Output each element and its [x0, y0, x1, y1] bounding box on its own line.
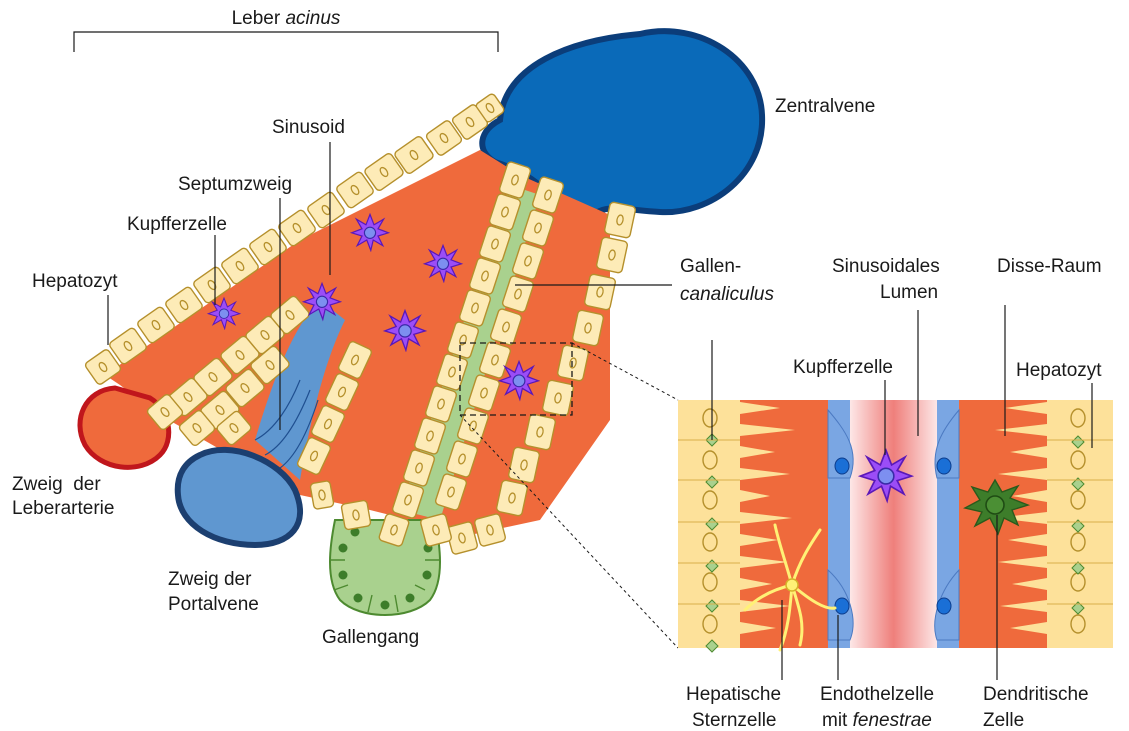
label-hepatische: Hepatische: [686, 684, 781, 705]
label-gallengang: Gallengang: [322, 627, 419, 648]
label-zweig-leberarterie-1: Zweig der: [12, 474, 101, 495]
label-lumen: Lumen: [880, 282, 938, 303]
artery-branch: [80, 388, 169, 467]
label-zentralvene: Zentralvene: [775, 96, 875, 117]
label-inset-hepatozyt: Hepatozyt: [1016, 360, 1102, 381]
sinusoid-detail-inset: [678, 400, 1113, 652]
label-dendritische: Dendritische: [983, 684, 1089, 705]
label-sinusoidales: Sinusoidales: [832, 256, 940, 277]
label-zelle: Zelle: [983, 710, 1024, 731]
label-mit-fenestrae: mit fenestrae: [822, 710, 932, 731]
label-inset-kupfferzelle: Kupfferzelle: [793, 357, 893, 378]
label-zweig-portalvene-1: Zweig der: [168, 569, 252, 590]
label-septumzweig: Septumzweig: [178, 174, 292, 195]
acinus-bracket: [74, 32, 498, 52]
label-hepatozyt: Hepatozyt: [32, 271, 118, 292]
label-sinusoid: Sinusoid: [272, 117, 345, 138]
label-disse-raum: Disse-Raum: [997, 256, 1102, 277]
label-leber-acinus: Leber acinus: [232, 8, 341, 29]
label-sternzelle: Sternzelle: [692, 710, 777, 731]
inset-kupffer-cell: [860, 450, 912, 500]
label-gallen: Gallen-: [680, 256, 741, 277]
label-canaliculus: canaliculus: [680, 284, 774, 305]
label-zweig-leberarterie-2: Leberarterie: [12, 498, 114, 519]
label-zweig-portalvene-2: Portalvene: [168, 594, 259, 615]
label-kupfferzelle: Kupfferzelle: [127, 214, 227, 235]
label-endothelzelle: Endothelzelle: [820, 684, 934, 705]
